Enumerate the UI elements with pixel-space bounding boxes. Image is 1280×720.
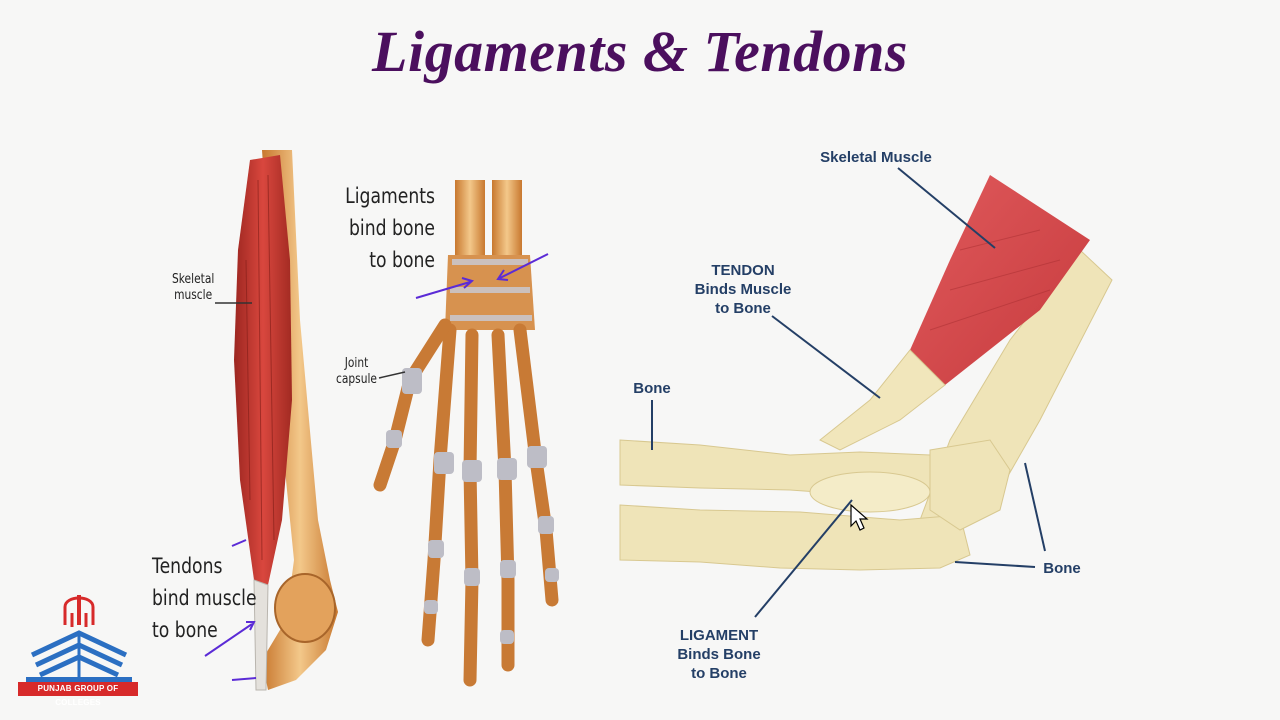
logo-text: PUNJAB GROUP OF COLLEGES: [18, 682, 138, 707]
elbow-illustration: [619, 167, 1113, 618]
tendon-label: TENDON Binds Muscle to Bone: [694, 262, 792, 317]
elbow-skeletal-muscle-label: Skeletal Muscle: [820, 149, 932, 166]
skeletal-muscle-label: Skeletal muscle: [172, 272, 215, 303]
joint-capsule-label: Joint capsule: [336, 356, 377, 387]
arm-tendon: [253, 579, 269, 691]
elbow-ligament: [809, 471, 931, 513]
arm-muscle: [234, 155, 292, 585]
college-logo: [26, 595, 132, 682]
hand-illustration: [373, 180, 559, 687]
tendons-label: Tendons bind muscle to bone: [152, 554, 257, 642]
forearm-bone-lower: [619, 504, 971, 571]
bone-right-label: Bone: [1043, 560, 1081, 577]
slide-title: Ligaments & Tendons: [372, 19, 908, 84]
bone-left-label: Bone: [633, 380, 671, 397]
elbow-tendon: [819, 349, 946, 451]
ligament-label: LIGAMENT Binds Bone to Bone: [677, 627, 761, 682]
elbow-leader-lines: [651, 167, 1046, 618]
ligaments-label: Ligaments bind bone to bone: [345, 184, 435, 272]
finger-ligaments: [386, 368, 559, 644]
elbow-muscle: [910, 175, 1090, 385]
forearm-illustration: [204, 150, 338, 691]
mouse-cursor-icon: [850, 503, 869, 531]
elbow-joint: [929, 439, 1011, 531]
knee-joint: [274, 573, 336, 643]
